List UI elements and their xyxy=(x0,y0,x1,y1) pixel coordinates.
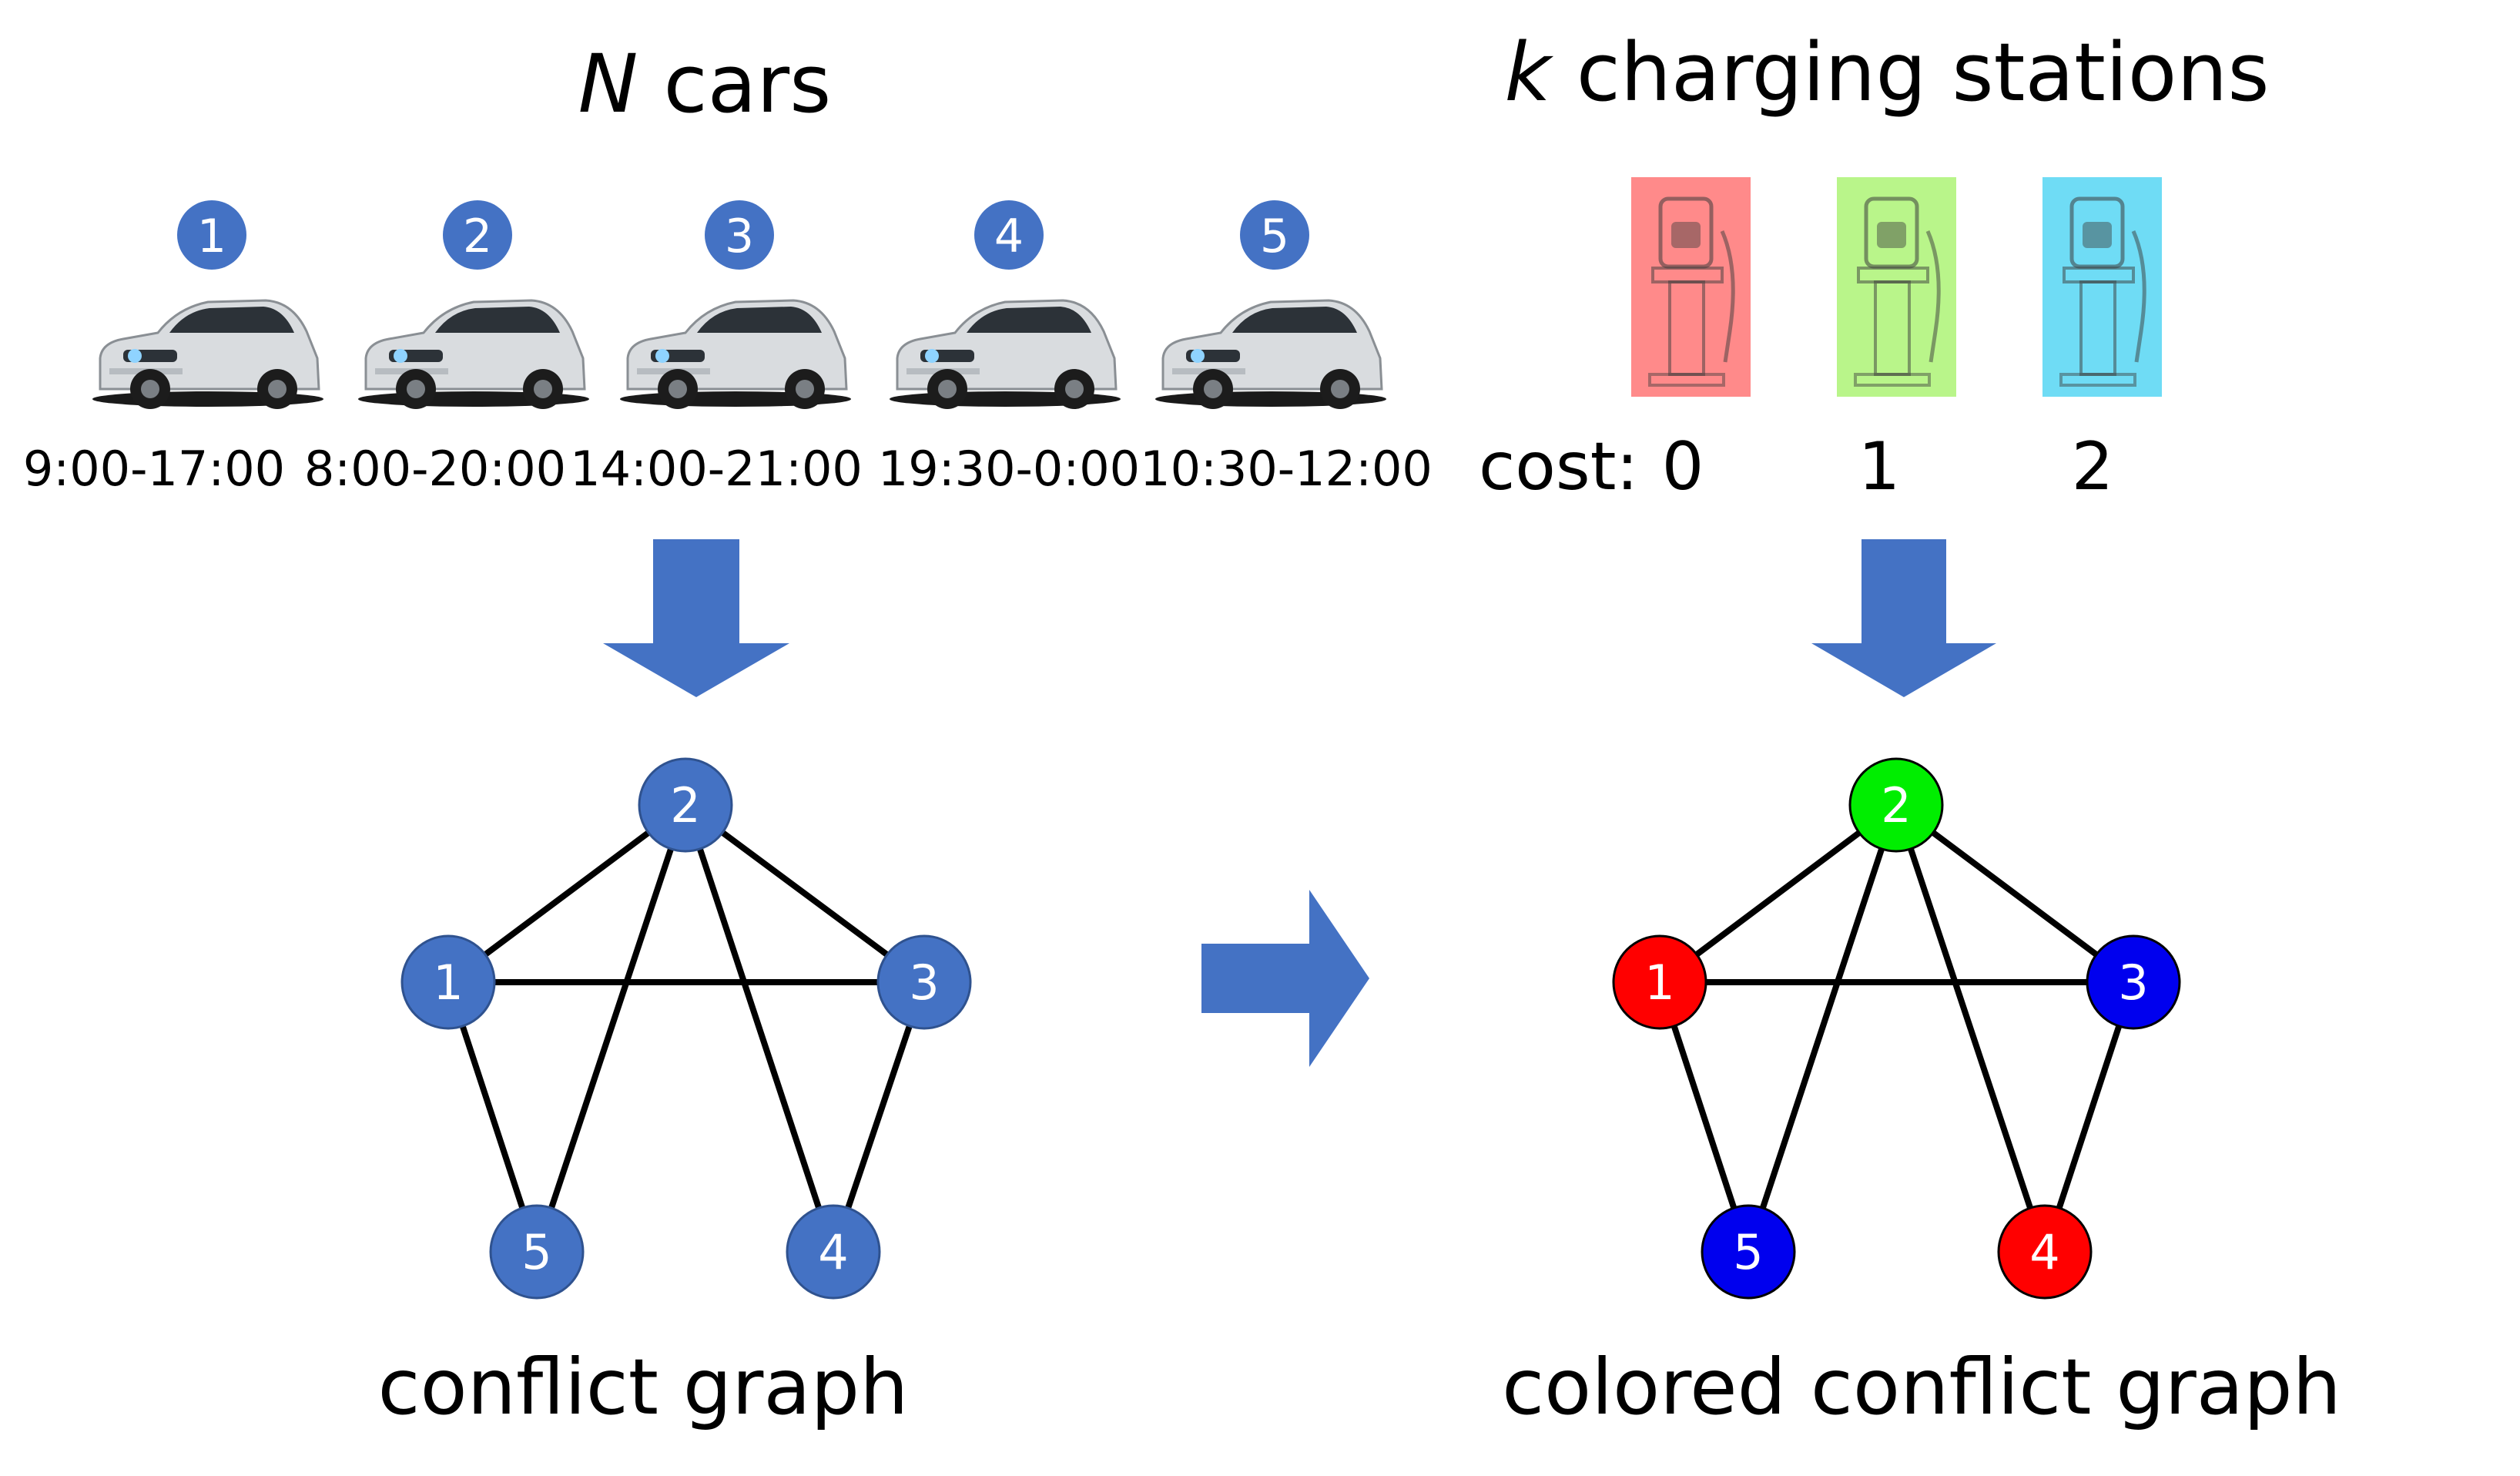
graph-node-label: 3 xyxy=(2118,954,2148,1011)
charging-station: 1 xyxy=(1837,177,1956,505)
graph-node: 1 xyxy=(1612,934,1707,1030)
car-icon xyxy=(357,299,591,411)
station-color-swatch xyxy=(1837,177,1956,397)
cost-label: cost: xyxy=(1479,428,1638,505)
down-arrow-left-icon xyxy=(603,539,789,697)
car-time-window: 8:00-20:00 xyxy=(304,441,566,497)
graph-edge xyxy=(1657,802,1898,985)
graph-node-circle xyxy=(1848,757,1944,853)
station-color-swatch xyxy=(1631,177,1751,397)
graph-node-circle xyxy=(1612,934,1707,1030)
graph-node-label: 5 xyxy=(1733,1224,1763,1280)
cars-title-variable: N xyxy=(578,37,638,131)
car-item: 3 14:00-21:00 xyxy=(570,200,863,497)
car-number-label: 4 xyxy=(994,210,1024,263)
car-time-window: 10:30-12:00 xyxy=(1140,441,1433,497)
conflict-graph: 1 2 3 4 5 xyxy=(400,757,972,1300)
graph-node: 2 xyxy=(1848,757,1944,853)
cars-row: 1 9:00-17:00 2 8:00-20:00 3 14:00-21:00 4 19:30… xyxy=(23,200,1433,497)
car-icon xyxy=(888,299,1122,411)
cars-title: N cars xyxy=(578,37,832,131)
car-item: 1 9:00-17:00 xyxy=(23,200,325,497)
graph-edge xyxy=(682,803,836,1253)
graph-edge xyxy=(683,802,927,985)
car-time-window: 19:30-0:00 xyxy=(878,441,1140,497)
graph-node: 1 xyxy=(400,934,496,1030)
car-number-label: 5 xyxy=(1260,210,1289,263)
graph-edge xyxy=(446,802,688,985)
graph-node-label: 2 xyxy=(670,777,700,834)
graph-node-label: 1 xyxy=(1644,954,1674,1011)
car-number-badge xyxy=(177,200,246,270)
stations-title-variable: k xyxy=(1504,25,1553,119)
graph-node: 3 xyxy=(876,934,972,1030)
car-number-badge xyxy=(974,200,1044,270)
stations-title-text: charging stations xyxy=(1551,25,2270,119)
graph-node-circle xyxy=(400,934,496,1030)
graph-node-label: 1 xyxy=(433,954,463,1011)
car-icon xyxy=(618,299,853,411)
station-cost-value: 1 xyxy=(1858,428,1901,505)
car-number-label: 2 xyxy=(463,210,492,263)
car-icon xyxy=(1154,299,1388,411)
graph-node-circle xyxy=(786,1204,881,1300)
car-number-label: 1 xyxy=(197,210,226,263)
graph-node-circle xyxy=(2086,934,2181,1030)
car-number-badge xyxy=(705,200,774,270)
car-item: 4 19:30-0:00 xyxy=(878,200,1140,497)
car-item: 5 10:30-12:00 xyxy=(1140,200,1433,497)
graph-edge xyxy=(830,981,927,1253)
car-time-window: 14:00-21:00 xyxy=(570,441,863,497)
charging-station: 2 xyxy=(2042,177,2162,505)
colored-conflict-graph-caption: colored conflict graph xyxy=(1502,1342,2341,1432)
graph-edges xyxy=(445,802,927,1253)
graph-edge xyxy=(1893,803,2048,1253)
graph-edge xyxy=(534,803,689,1253)
graph-node-circle xyxy=(1997,1204,2093,1300)
graph-node: 3 xyxy=(2086,934,2181,1030)
graph-node: 5 xyxy=(1701,1204,1796,1300)
colored-conflict-graph: 1 2 3 4 5 xyxy=(1612,757,2181,1300)
car-number-badge xyxy=(443,200,512,270)
graph-edges xyxy=(1657,802,2136,1253)
right-arrow-icon xyxy=(1201,890,1369,1067)
car-item: 2 8:00-20:00 xyxy=(304,200,591,497)
down-arrow-right-icon xyxy=(1811,539,1996,697)
graph-node-label: 3 xyxy=(909,954,939,1011)
graph-edge xyxy=(1894,802,2136,985)
car-number-label: 3 xyxy=(725,210,754,263)
graph-node-label: 4 xyxy=(818,1224,848,1280)
graph-node-circle xyxy=(489,1204,585,1300)
graph-node-circle xyxy=(876,934,972,1030)
car-number-badge xyxy=(1240,200,1309,270)
station-cost-value: 0 xyxy=(1662,428,1704,505)
station-color-swatch xyxy=(2042,177,2162,397)
stations-row: 0 1 2 xyxy=(1631,177,2162,505)
graph-node-label: 2 xyxy=(1881,777,1911,834)
cars-title-text: cars xyxy=(638,37,831,131)
graph-edge xyxy=(1745,803,1899,1253)
graph-node-circle xyxy=(638,757,733,853)
charging-station: 0 xyxy=(1631,177,1751,505)
car-time-window: 9:00-17:00 xyxy=(23,441,285,497)
station-cost-value: 2 xyxy=(2072,428,2114,505)
graph-node-circle xyxy=(1701,1204,1796,1300)
stations-title: k charging stations xyxy=(1504,25,2269,119)
graph-node: 4 xyxy=(786,1204,881,1300)
car-icon xyxy=(91,299,325,411)
graph-node-label: 4 xyxy=(2029,1224,2059,1280)
graph-node: 2 xyxy=(638,757,733,853)
graph-node-label: 5 xyxy=(521,1224,551,1280)
conflict-graph-caption: conflict graph xyxy=(377,1342,908,1432)
graph-node: 5 xyxy=(489,1204,585,1300)
graph-node: 4 xyxy=(1997,1204,2093,1300)
